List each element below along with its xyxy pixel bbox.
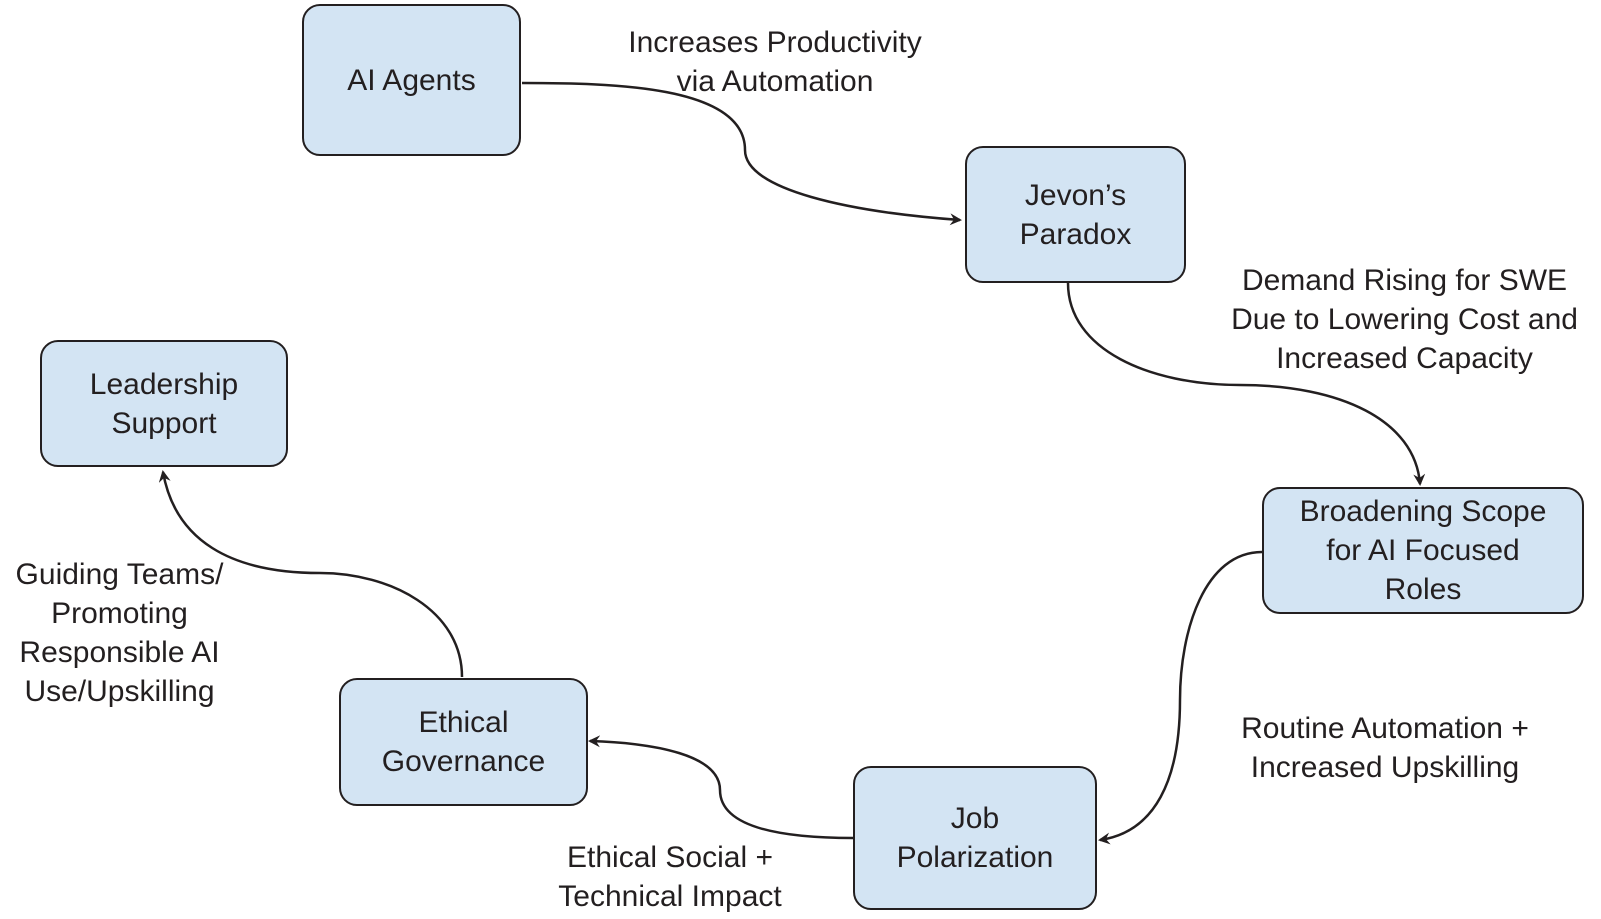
node-jevons-paradox-label: Jevon’s Paradox bbox=[1019, 178, 1132, 251]
edge-label-paradox-to-scope: Demand Rising for SWE Due to Lowering Co… bbox=[1231, 264, 1578, 375]
node-leadership-support-label: Leadership Support bbox=[89, 367, 239, 440]
node-leadership-support: Leadership Support bbox=[40, 340, 288, 467]
edge-label-polarization-to-governance: Ethical Social + Technical Impact bbox=[558, 841, 782, 913]
node-job-polarization-label: Job Polarization bbox=[896, 802, 1054, 874]
node-ai-agents: AI Agents bbox=[302, 4, 521, 156]
edge-label-agents-to-paradox: Increases Productivity via Automation bbox=[628, 26, 922, 98]
edge-label-scope-to-polarization: Routine Automation + Increased Upskillin… bbox=[1241, 712, 1529, 784]
arrow-governance-to-leadership bbox=[158, 470, 464, 678]
arrow-scope-to-polarization bbox=[1098, 550, 1263, 845]
node-broadening-scope-label: Broadening Scope for AI Focused Roles bbox=[1299, 495, 1547, 606]
node-jevons-paradox: Jevon’s Paradox bbox=[965, 146, 1186, 283]
edge-label-governance-to-leadership: Guiding Teams/ Promoting Responsible AI … bbox=[15, 558, 224, 708]
arrow-polarization-to-governance bbox=[588, 735, 854, 840]
node-job-polarization: Job Polarization bbox=[853, 766, 1097, 910]
node-broadening-scope: Broadening Scope for AI Focused Roles bbox=[1262, 487, 1584, 614]
node-ethical-governance-label: Ethical Governance bbox=[381, 706, 546, 778]
node-ai-agents-label: AI Agents bbox=[347, 63, 476, 97]
arrow-agents-to-paradox bbox=[521, 81, 962, 226]
node-ethical-governance: Ethical Governance bbox=[339, 678, 588, 806]
arrow-paradox-to-scope bbox=[1066, 282, 1426, 486]
